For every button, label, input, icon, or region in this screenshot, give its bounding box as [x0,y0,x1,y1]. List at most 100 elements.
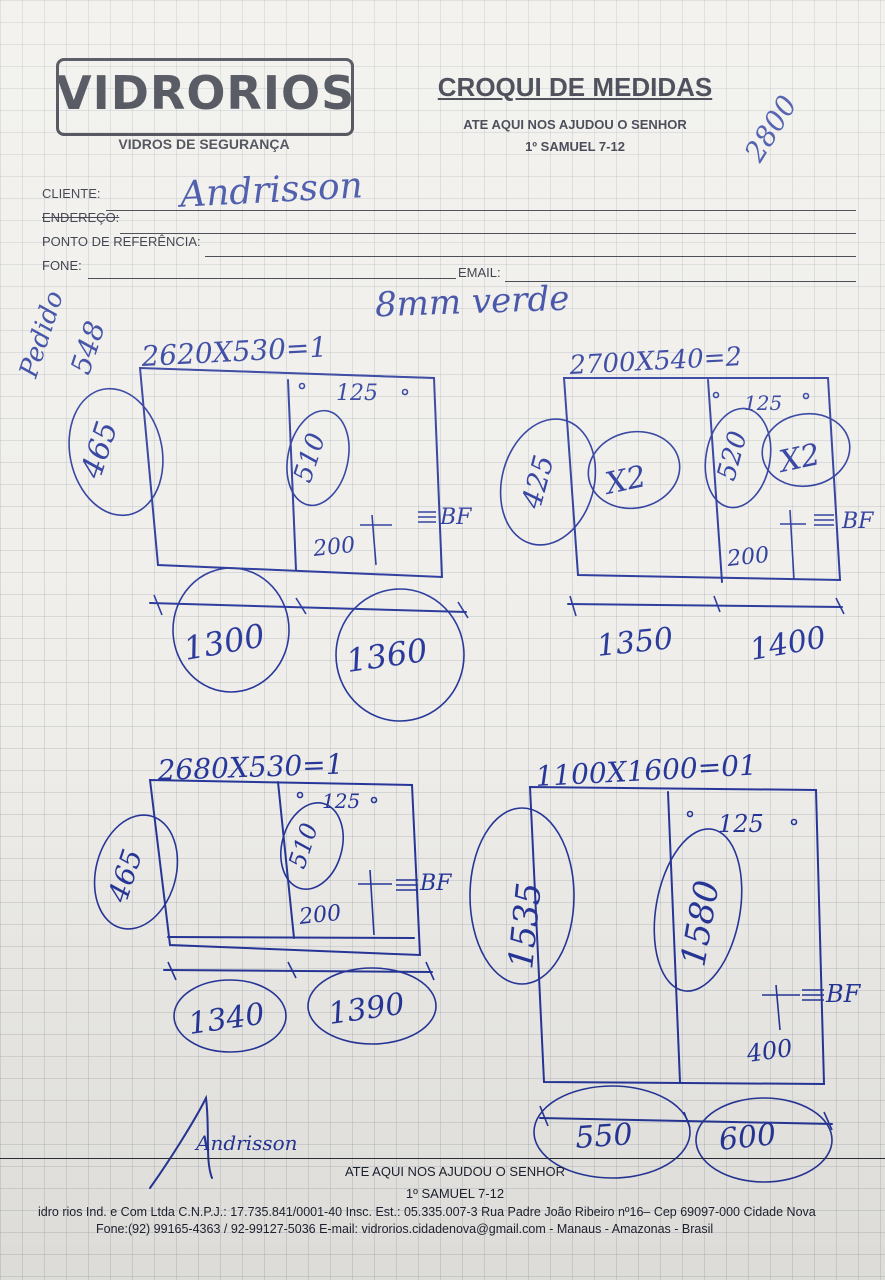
sketch-1-width1: 1300 [181,616,268,668]
footer-verse-line1: ATE AQUI NOS AJUDOU O SENHOR [344,1164,566,1179]
footer-rule [0,1158,885,1159]
sketch-4-width2: 600 [717,1117,778,1158]
sketch-2-left-ellipse [499,418,597,546]
sketch-2-hole-left [712,391,720,399]
sketch-4-width1-ellipse [533,1085,691,1179]
email-line [505,281,856,282]
sketch-2-left-qty: X2 [600,459,649,502]
header-verse-line1: ATE AQUI NOS AJUDOU O SENHOR [463,117,687,132]
sketch-4-left-ellipse [469,807,575,985]
sketch-4-width1: 550 [574,1117,634,1156]
sketch-3-width1-ellipse [173,979,287,1053]
sketch-4-lock-mark [762,984,800,1031]
sketch-4-hole-offset: 125 [718,810,764,838]
sketch-3-hardware: BF [419,871,452,896]
cliente-line [106,210,856,211]
sketch-1-dimension-line [149,602,467,613]
sketch-1-hole-right [401,388,409,396]
sketch-1-width2: 1360 [344,631,430,680]
sketch-2-right-height: 520 [712,428,754,484]
sketch-2-width2: 1400 [747,620,828,668]
sketch-2-left-height: 425 [515,452,561,513]
logo-frame [56,58,354,136]
sketch-3-width1: 1340 [186,997,266,1042]
sketch-4-hardware: BF [825,980,862,1008]
sketch-4-left-height: 1535 [501,881,550,971]
footer-company-line: idro rios Ind. e Com Ltda C.N.P.J.: 17.7… [38,1205,816,1219]
signature: Andrisson [194,1131,298,1155]
sketch-2-left-qty-ellipse [587,430,681,510]
sketch-2-divider [707,379,723,583]
sketch-3-width2: 1390 [326,987,406,1032]
footer-verse-line2: 1º SAMUEL 7-12 [405,1186,505,1201]
sketch-1-divider [287,379,297,571]
sketch-4-header: 1100X1600=01 [535,748,758,793]
sketch-4-frame [528,785,826,1086]
sketch-1-hardware: BF [439,505,472,530]
sketch-2-right-ellipse [704,407,772,509]
signature-block: Andrisson [149,1094,298,1189]
sketch-2-width1: 1350 [595,621,675,664]
sketch-3-dimension-ticks [167,961,435,981]
logo-subtitle: VIDROS DE SEGURANÇA [118,136,290,152]
sketch-3-frame [148,778,422,957]
sketch-1-hole-left [298,382,306,390]
sketch-2: 2700X540=2 425 X2 520 X2 125 200 BF 1350… [499,342,874,668]
sketch-4-right-height: 1580 [673,877,727,969]
endereco-line [120,233,856,234]
sketch-2-dimension-line [567,603,843,608]
sketch-3-hole-left [296,791,304,799]
sketch-2-lock-height: 200 [725,543,770,572]
signature-flourish [149,1094,213,1189]
sketch-1-dimension-ticks [153,594,469,619]
sketch-2-dimension-ticks [569,595,845,617]
sketch-3-divider [277,781,295,939]
sketch-1-lock-mark [360,514,392,566]
sketch-2-hardware-mark [814,514,834,526]
sketch-3-dimension-line [163,969,433,973]
fone-line [88,278,456,279]
sketch-2-hardware: BF [841,509,874,534]
sketch-1-hole-offset: 125 [336,381,378,406]
header-verse-line2: 1º SAMUEL 7-12 [525,139,625,154]
sketch-4-hole-right [790,818,798,826]
sketch-3-right-height: 510 [283,820,324,872]
sketch-3-lock-mark [358,869,392,936]
sketch-3-right-ellipse [280,801,344,891]
sketch-4: 1100X1600=01 1535 1580 125 400 BF 550 60… [469,748,862,1183]
sketch-3-hole-right [370,796,378,804]
sketch-2-frame [562,377,842,582]
sketch-2-right-qty: X2 [774,437,823,480]
document-title: CROQUI DE MEDIDAS [437,72,713,102]
sketch-2-right-qty-ellipse [761,412,851,488]
sketch-1-top-rail [139,367,435,379]
sketch-3-lock-height: 200 [297,901,342,930]
sketch-1-right-ellipse [286,409,350,507]
sketch-3-lower-rail [167,936,415,939]
sketch-3-header: 2680X530=1 [156,748,344,788]
sketch-4-lock-height: 400 [744,1034,794,1068]
sketch-3-left-ellipse [93,814,179,930]
sketch-3-width2-ellipse [307,967,437,1045]
sketch-1-width2-ellipse [335,588,465,722]
cliente-label: CLIENTE: [42,186,101,201]
sketch-1-left-ellipse [68,387,164,517]
sketch-2-lock-mark [780,509,806,581]
sketch-2-hole-offset: 125 [744,391,782,415]
sketch-4-width2-ellipse [695,1097,833,1183]
sketch-3-hole-offset: 125 [322,789,360,813]
sketch-3-hardware-mark [396,879,418,891]
sketch-4-dimension-line [539,1117,833,1125]
fone-label: FONE: [42,258,82,273]
sketch-1-width1-ellipse [172,567,290,693]
sketch-1-lock-height: 200 [311,533,356,562]
sketch-1-header: 2620X530=1 [140,330,328,373]
sketch-2-header: 2700X540=2 [568,342,743,381]
company-logo: VIDRORIOS [56,66,356,120]
endereco-label: ENDEREÇO: [42,210,120,225]
referencia-line [205,256,856,257]
sketch-3-left-height: 465 [101,845,149,907]
sketch-1: 2620X530=1 465 510 125 200 BF 1300 1360 [68,330,472,722]
